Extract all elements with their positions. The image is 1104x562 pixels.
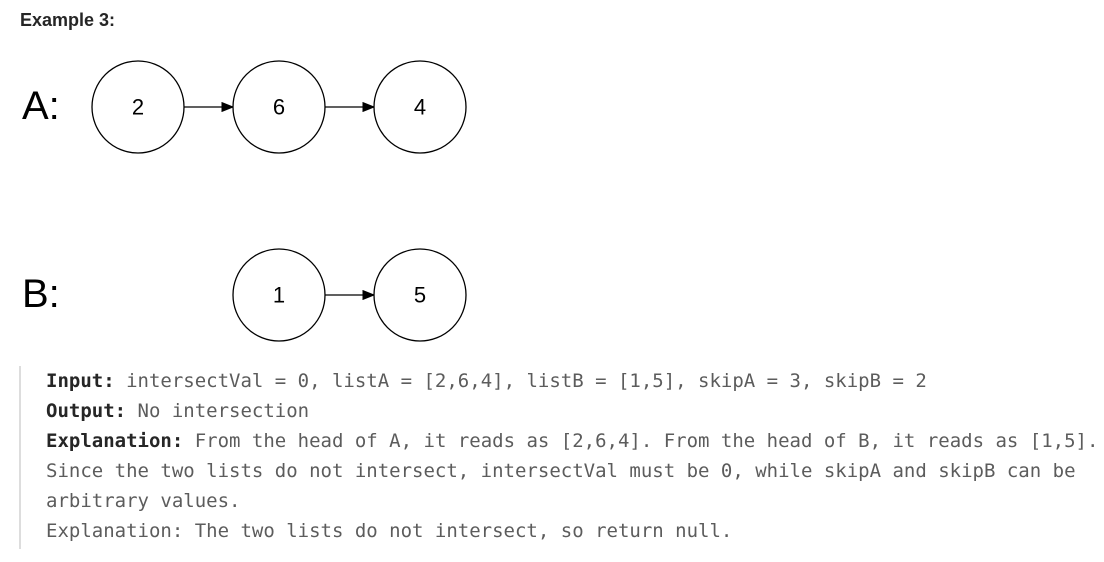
list-a-node-3: 4 xyxy=(373,60,467,154)
explanation-value: From the head of A, it reads as [2,6,4].… xyxy=(46,430,1099,512)
node-value: 4 xyxy=(414,95,426,120)
input-value: intersectVal = 0, listA = [2,6,4], listB… xyxy=(114,370,927,392)
example-code-block: Input: intersectVal = 0, listA = [2,6,4]… xyxy=(19,366,1099,549)
node-value: 1 xyxy=(273,283,285,308)
input-line: Input: intersectVal = 0, listA = [2,6,4]… xyxy=(46,366,1099,396)
output-key: Output: xyxy=(46,400,127,422)
list-a-node-2: 6 xyxy=(232,60,326,154)
node-value: 2 xyxy=(132,95,144,120)
list-b-label: B: xyxy=(22,272,60,316)
input-key: Input: xyxy=(46,370,115,392)
explanation-2-line: Explanation: The two lists do not inters… xyxy=(46,520,733,542)
node-value: 6 xyxy=(273,95,285,120)
example-heading: Example 3: xyxy=(20,10,116,30)
list-b-node-1: 1 xyxy=(232,248,326,342)
linked-list-diagram: A: 2 6 4 B: 1 5 xyxy=(22,60,467,342)
output-line: Output: No intersection xyxy=(46,396,1099,426)
explanation-line: Explanation: From the head of A, it read… xyxy=(46,426,1099,516)
list-a-label: A: xyxy=(22,84,60,128)
explanation-key: Explanation: xyxy=(46,430,184,452)
list-b-node-2: 5 xyxy=(373,248,467,342)
output-value: No intersection xyxy=(126,400,310,422)
list-a-node-1: 2 xyxy=(91,60,185,154)
node-value: 5 xyxy=(414,283,426,308)
